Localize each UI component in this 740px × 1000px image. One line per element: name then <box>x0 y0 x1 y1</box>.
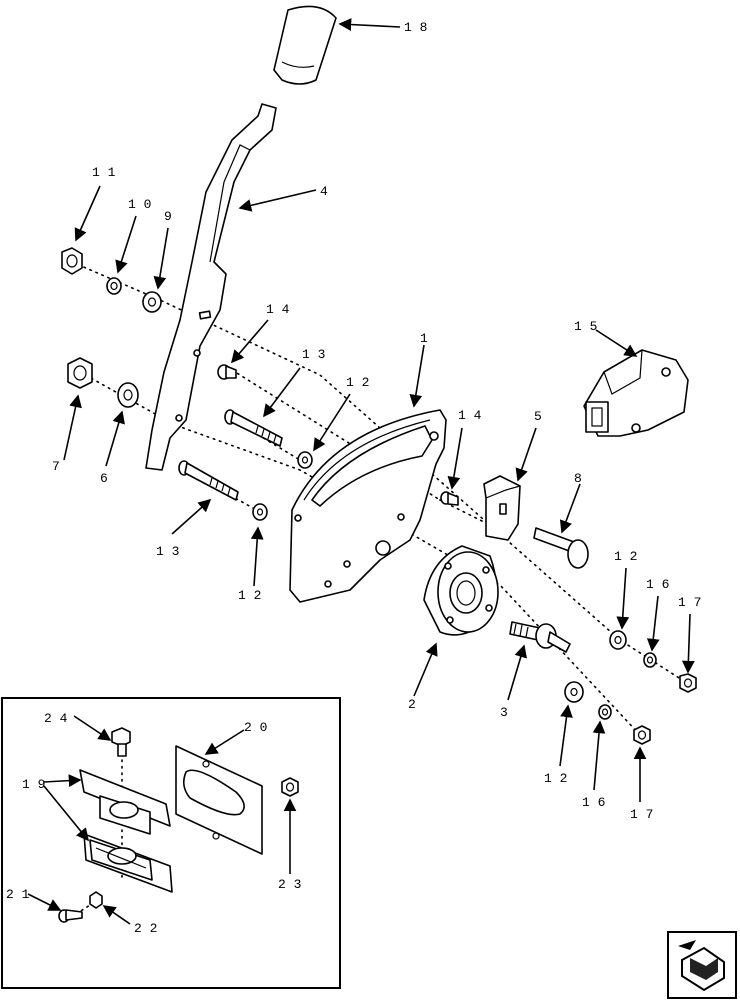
leader-lines <box>63 18 695 802</box>
knob-part <box>273 5 337 85</box>
callout-2: 2 <box>408 697 416 712</box>
callout-17-upper: 1 7 <box>678 595 701 610</box>
shaft-part <box>509 621 571 653</box>
pin-part <box>533 527 589 569</box>
quadrant-plate-part <box>289 409 447 603</box>
flat-washer-part <box>142 291 162 313</box>
lever-part <box>145 103 277 471</box>
callout-3: 3 <box>500 705 508 720</box>
callout-11: 1 1 <box>92 165 116 180</box>
bolt-upper-part <box>224 409 283 447</box>
nut-part <box>61 247 83 275</box>
inset-nut-part <box>281 777 299 797</box>
callout-16-lower: 1 6 <box>582 795 605 810</box>
callout-18: 1 8 <box>404 20 427 35</box>
lock-washer-part <box>106 277 122 295</box>
nut-large-part <box>67 357 93 389</box>
lockwasher-16-lower-part <box>598 704 612 720</box>
callout-16-upper: 1 6 <box>646 577 669 592</box>
inset-clamp-lower-part <box>83 833 173 893</box>
pin-small-part <box>440 491 459 506</box>
callout-21: 2 1 <box>6 887 30 902</box>
washer-12-lower-part <box>252 503 268 521</box>
washer-12-right-upper-part <box>609 630 627 650</box>
inset-screw-part <box>58 909 83 923</box>
friction-disc-part <box>423 545 499 636</box>
callout-13-lower: 1 3 <box>156 544 179 559</box>
screw-small-part <box>217 364 237 380</box>
washer-large-part <box>117 382 139 408</box>
callout-6: 6 <box>100 471 108 486</box>
callout-13-upper: 1 3 <box>302 347 325 362</box>
callout-20: 2 0 <box>244 720 267 735</box>
lockwasher-16-upper-part <box>643 652 657 668</box>
callout-15: 1 5 <box>574 319 597 334</box>
inset-bolt-part <box>111 727 131 757</box>
callout-14-upper: 1 4 <box>266 302 290 317</box>
callout-17-lower: 1 7 <box>630 807 653 822</box>
navigate-arrow-icon[interactable] <box>667 931 737 999</box>
inset-washer-part <box>89 891 103 909</box>
washer-12-right-lower-part <box>564 681 584 703</box>
callout-12-right-upper: 1 2 <box>614 549 637 564</box>
callout-1: 1 <box>420 331 428 346</box>
callout-12-upper: 1 2 <box>346 375 369 390</box>
inset-detail <box>1 697 341 989</box>
inset-clamp-upper-part <box>79 769 171 835</box>
bracket-part <box>483 475 521 541</box>
washer-12-upper-part <box>297 451 313 469</box>
callout-7: 7 <box>52 459 60 474</box>
callout-12-right-lower: 1 2 <box>544 771 567 786</box>
callout-5: 5 <box>534 409 542 424</box>
inset-plate-part <box>175 745 263 855</box>
callout-24: 2 4 <box>44 711 68 726</box>
callout-23: 2 3 <box>278 877 301 892</box>
callout-12-lower: 1 2 <box>238 588 261 603</box>
callout-4: 4 <box>320 184 328 199</box>
callout-9: 9 <box>164 209 172 224</box>
callout-8: 8 <box>574 471 582 486</box>
assembly-axis-upper <box>71 261 691 686</box>
bolt-lower-part <box>178 460 239 501</box>
callout-14-right: 1 4 <box>458 408 482 423</box>
nut-17-lower-part <box>633 725 651 745</box>
callout-19: 1 9 <box>22 777 45 792</box>
callout-labels: 1 8 4 1 1 1 0 9 1 4 1 3 1 2 1 1 4 5 8 1 … <box>6 20 701 936</box>
nut-17-upper-part <box>679 673 697 693</box>
callout-22: 2 2 <box>134 921 157 936</box>
callout-10: 1 0 <box>128 197 151 212</box>
handle-cover-part <box>583 349 689 437</box>
